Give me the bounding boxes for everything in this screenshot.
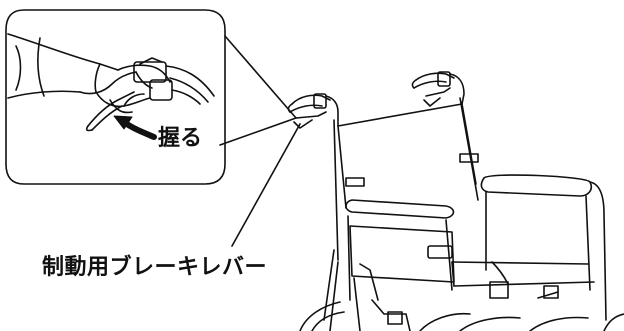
grip-arrow-icon [113, 115, 157, 140]
grip-action-label: 握る [158, 126, 203, 151]
callout-box [5, 9, 297, 185]
wheelchair [287, 71, 624, 331]
lever-leader-line [231, 123, 301, 247]
hand-gripping-lever [7, 33, 215, 132]
brake-lever-label: 制動用ブレーキレバー [42, 255, 268, 280]
